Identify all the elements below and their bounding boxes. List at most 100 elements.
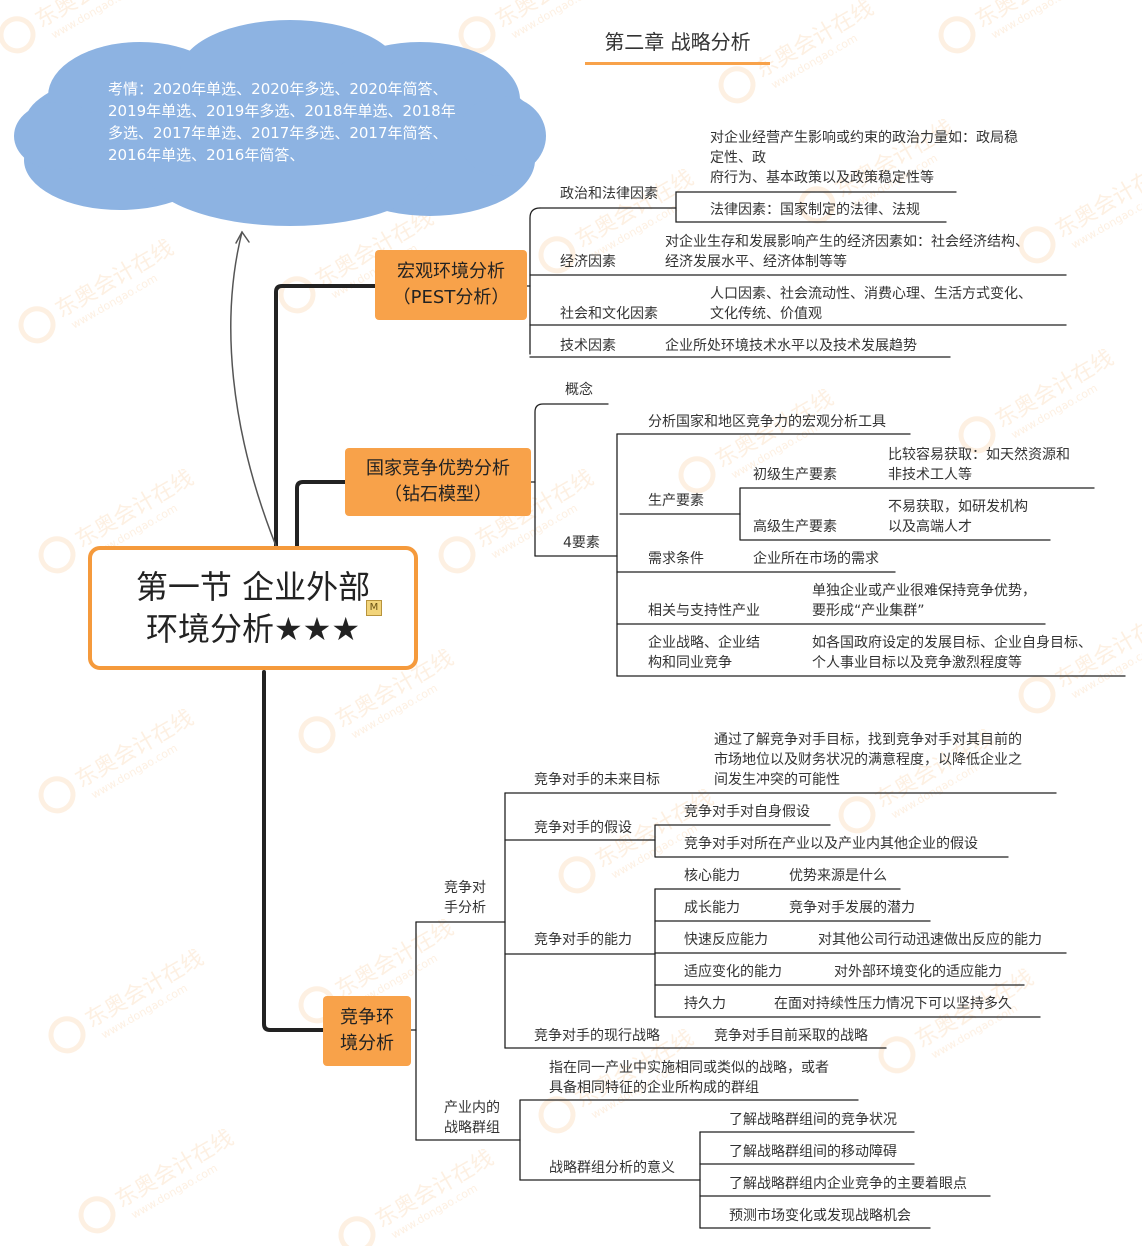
topic-significance[interactable]: 战略群组分析的意义 [549,1160,675,1176]
assumption-industry[interactable]: 竞争对手对所在产业以及产业内其他企业的假设 [684,836,978,852]
future-desc-1: 通过了解竞争对手目标，找到竞争对手对其目前的 [714,732,1022,748]
svg-text:东奥会计在线: 东奥会计在线 [331,916,458,1004]
node-competition-line1: 竞争环 [340,1007,394,1028]
topic-advanced-factors[interactable]: 高级生产要素 [753,519,837,535]
trunk-to-competition [262,670,325,1032]
ability-item[interactable]: 成长能力 [684,900,740,916]
groups-desc-1: 指在同一产业中实施相同或类似的战略，或者 [549,1060,829,1076]
node-pest-line2: （PEST分析） [392,287,510,308]
chapter-title: 第二章 战略分析 [604,30,751,54]
central-topic-line1: 第一节 企业外部 [135,568,371,606]
node-competition[interactable]: 竞争环 境分析 [323,996,411,1066]
chapter-underline [585,62,770,65]
tech-desc: 企业所处环境技术水平以及技术发展趋势 [665,338,917,354]
economic-desc-2: 经济发展水平、经济体制等等 [665,254,847,270]
primary-desc-2: 非技术工人等 [888,467,972,483]
ability-item[interactable]: 快速反应能力 [684,932,768,948]
topic-groups-2[interactable]: 战略群组 [444,1120,500,1136]
topic-political[interactable]: 政治和法律因素 [560,186,658,202]
topic-related[interactable]: 相关与支持性产业 [648,603,760,619]
future-desc-2: 市场地位以及财务状况的满意程度，以降低企业之 [714,752,1022,768]
node-competition-line2: 境分析 [340,1033,394,1054]
ability-desc: 在面对持续性压力情况下可以坚持多久 [774,996,1012,1012]
ability-desc: 对其他公司行动迅速做出反应的能力 [818,932,1042,948]
groups-desc-2: 具备相同特征的企业所构成的群组 [549,1080,759,1096]
topic-tech[interactable]: 技术因素 [560,338,616,354]
ability-item[interactable]: 适应变化的能力 [684,964,782,980]
exam-info-cloud [14,20,546,226]
central-topic-line2: 环境分析★★★ [145,610,361,648]
topic-rival-1[interactable]: 竞争对 [444,880,486,896]
legal-factor[interactable]: 法律因素：国家制定的法律、法规 [710,202,920,218]
topic-groups-1[interactable]: 产业内的 [444,1100,500,1116]
node-pest[interactable]: 宏观环境分析 （PEST分析） [375,250,527,320]
strategy-desc-2: 个人事业目标以及竞争激烈程度等 [812,655,1022,671]
current-strategy-desc: 竞争对手目前采取的战略 [714,1028,868,1044]
topic-primary-factors[interactable]: 初级生产要素 [753,467,837,483]
significance-item[interactable]: 了解战略群组内企业竞争的主要着眼点 [729,1176,967,1192]
svg-text:东奥会计在线: 东奥会计在线 [81,946,208,1034]
topic-strategy-2[interactable]: 构和同业竞争 [648,655,732,671]
svg-text:东奥会计在线: 东奥会计在线 [111,1126,238,1214]
trunk-to-pest [274,284,377,550]
node-diamond[interactable]: 国家竞争优势分析 （钻石模型） [345,448,531,516]
svg-text:东奥会计在线: 东奥会计在线 [71,466,198,554]
svg-text:东奥会计在线: 东奥会计在线 [991,346,1118,434]
related-desc-2: 要形成“产业集群” [812,603,925,619]
node-diamond-line2: （钻石模型） [384,484,492,505]
trunk-to-diamond [295,480,347,550]
topic-future-goals[interactable]: 竞争对手的未来目标 [534,772,660,788]
future-desc-3: 间发生冲突的可能性 [714,772,840,788]
topic-current-strategy[interactable]: 竞争对手的现行战略 [534,1028,660,1044]
demand-desc: 企业所在市场的需求 [753,551,879,567]
economic-desc-1: 对企业生存和发展影响产生的经济因素如：社会经济结构、 [665,234,1029,250]
primary-desc-1: 比较容易获取：如天然资源和 [888,447,1070,463]
topic-rival-2[interactable]: 手分析 [444,900,486,916]
cloud-arrow [230,231,277,547]
political-desc-1: 对企业经营产生影响或约束的政治力量如：政局稳 [710,130,1018,146]
node-diamond-line1: 国家竞争优势分析 [366,458,510,479]
ability-item[interactable]: 持久力 [684,996,726,1012]
topic-concept[interactable]: 概念 [565,382,593,398]
significance-item[interactable]: 了解战略群组间的竞争状况 [729,1112,897,1128]
central-topic[interactable]: 第一节 企业外部 环境分析★★★ [88,546,418,670]
exam-info-line: 2019年单选、2019年多选、2018年单选、2018年 [108,102,456,120]
exam-info-text: 考情：2020年单选、2020年多选、2020年简答、 2019年单选、2019… [108,78,473,166]
topic-ability[interactable]: 竞争对手的能力 [534,932,632,948]
svg-text:东奥会计在线: 东奥会计在线 [51,236,178,324]
significance-item[interactable]: 预测市场变化或发现战略机会 [729,1208,911,1224]
topic-economic[interactable]: 经济因素 [560,254,616,270]
concept-desc: 分析国家和地区竞争力的宏观分析工具 [648,414,886,430]
topic-four-elements[interactable]: 4要素 [563,535,600,551]
assumption-self[interactable]: 竞争对手对自身假设 [684,804,810,820]
exam-info-line: 2016年单选、2016年简答、 [108,146,305,164]
social-desc-1: 人口因素、社会流动性、消费心理、生活方式变化、 [710,286,1032,302]
ability-desc: 竞争对手发展的潜力 [789,900,915,916]
topic-strategy-1[interactable]: 企业战略、企业结 [648,635,760,651]
svg-text:东奥会计在线: 东奥会计在线 [371,1146,498,1234]
related-desc-1: 单独企业或产业很难保持竞争优势， [812,583,1036,599]
topic-social[interactable]: 社会和文化因素 [560,306,658,322]
topic-factors[interactable]: 生产要素 [648,493,704,509]
markdown-marker-icon[interactable]: M [366,600,382,616]
exam-info-line: 考情：2020年单选、2020年多选、2020年简答、 [108,80,448,98]
svg-text:东奥会计在线: 东奥会计在线 [71,706,198,794]
significance-item[interactable]: 了解战略群组间的移动障碍 [729,1144,897,1160]
advanced-desc-1: 不易获取，如研发机构 [888,499,1028,515]
node-pest-line1: 宏观环境分析 [397,261,505,282]
exam-info-line: 多选、2017年单选、2017年多选、2017年简答、 [108,124,448,142]
topic-demand[interactable]: 需求条件 [648,551,704,567]
topic-assumptions[interactable]: 竞争对手的假设 [534,820,632,836]
ability-desc: 优势来源是什么 [789,868,887,884]
ability-item[interactable]: 核心能力 [684,868,740,884]
ability-desc: 对外部环境变化的适应能力 [834,964,1002,980]
